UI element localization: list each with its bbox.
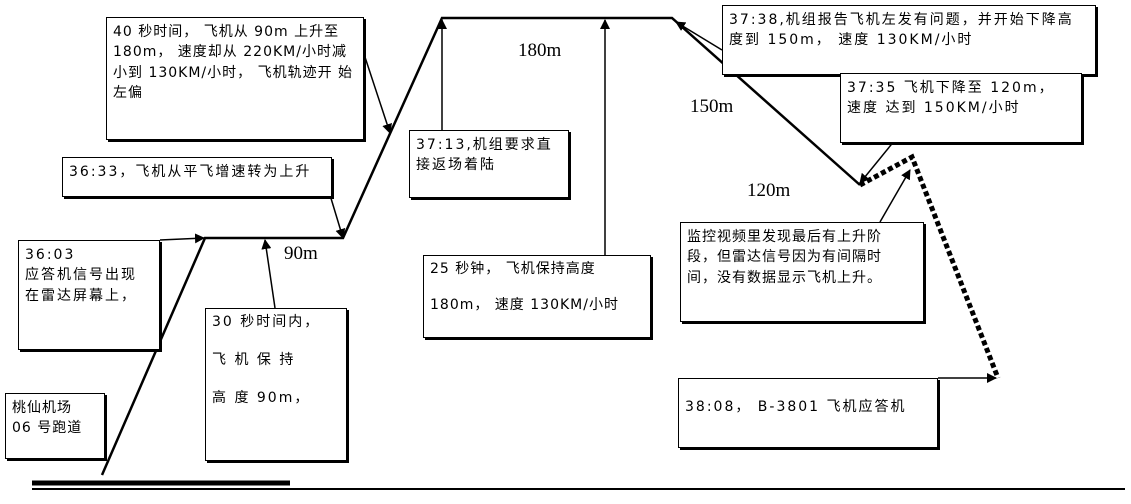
flight-path-line	[100, 16, 861, 476]
altitude-label-150m: 150m	[690, 96, 734, 117]
arrow-b4	[261, 239, 276, 309]
annotation-runway: 桃仙机场 06 号跑道	[5, 393, 105, 459]
arrow-b10	[879, 169, 911, 223]
flight-path-dotted	[858, 153, 1001, 379]
annotation-25s: 25 秒钟， 飞机保持高度 180m， 速度 130KM/小时	[423, 255, 651, 338]
altitude-label-180m: 180m	[518, 40, 562, 61]
annotation-37-38: 37:38,机组报告飞机左发有问题，并开始下降高 度到 150m， 速度 130…	[722, 5, 1096, 75]
annotation-30s: 30 秒时间内， 飞 机 保 持 高 度 90m，	[205, 308, 347, 461]
altitude-label-90m: 90m	[284, 243, 318, 264]
annotation-37-35: 37:35 飞机下降至 120m， 速度 达到 150KM/小时	[840, 73, 1082, 143]
arrow-b8	[675, 21, 723, 51]
arrow-b5	[361, 47, 392, 134]
annotation-36-03: 36:03 应答机信号出现 在雷达屏幕上，	[18, 240, 160, 350]
annotation-38-08: 38:08， B-3801 飞机应答机	[678, 378, 938, 448]
annotation-37-13: 37:13,机组要求直接返场着陆	[409, 130, 569, 198]
annotation-36-33: 36:33，飞机从平飞增速转为上升	[62, 157, 332, 197]
arrow-b3	[329, 194, 346, 239]
arrow-b9	[859, 139, 896, 184]
annotation-monitor-video: 监控视频里发现最后有上升阶 段，但雷达信号因为有间隔时 间，没有数据显示飞机上升…	[680, 222, 924, 322]
altitude-label-120m: 120m	[747, 180, 791, 201]
arrow-b2	[159, 233, 205, 244]
annotation-40s: 40 秒时间， 飞机从 90m 上升至 180m， 速度却从 220KM/小时减…	[106, 17, 364, 140]
